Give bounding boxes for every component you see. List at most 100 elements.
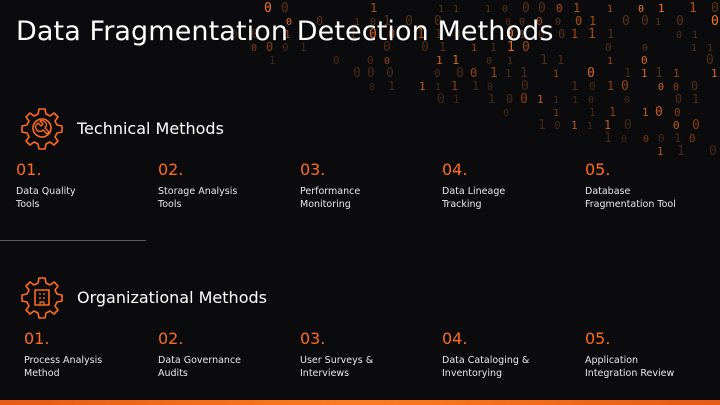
- svg-text:1: 1: [607, 79, 614, 93]
- svg-text:1: 1: [553, 95, 559, 106]
- svg-text:0: 0: [386, 66, 394, 81]
- item-number: 05.: [585, 160, 611, 179]
- page-title: Data Fragmentation Detection Methods: [16, 16, 554, 47]
- svg-text:1: 1: [609, 105, 616, 119]
- svg-text:0: 0: [675, 92, 682, 106]
- svg-text:0: 0: [264, 1, 272, 16]
- gear-building-icon: [21, 277, 63, 319]
- svg-text:1: 1: [689, 1, 697, 16]
- svg-text:0: 0: [709, 144, 717, 159]
- svg-text:1: 1: [435, 82, 441, 93]
- svg-text:0: 0: [486, 56, 492, 67]
- svg-text:1: 1: [655, 17, 661, 28]
- svg-text:0: 0: [575, 14, 582, 28]
- svg-text:1: 1: [490, 66, 498, 81]
- svg-text:0: 0: [689, 132, 696, 145]
- svg-text:0: 0: [622, 14, 630, 29]
- svg-text:1: 1: [655, 66, 663, 81]
- svg-text:1: 1: [452, 53, 459, 67]
- svg-text:1: 1: [588, 27, 596, 42]
- svg-text:0: 0: [658, 132, 665, 145]
- svg-text:1: 1: [673, 67, 680, 80]
- svg-text:0: 0: [624, 118, 632, 133]
- svg-text:0: 0: [674, 106, 681, 119]
- svg-text:0: 0: [384, 56, 390, 67]
- svg-text:1: 1: [553, 69, 559, 80]
- svg-text:0: 0: [621, 79, 629, 94]
- svg-text:0: 0: [521, 79, 529, 94]
- bottom-accent-bar: [0, 400, 720, 405]
- section-header-technical: Technical Methods: [20, 106, 224, 150]
- svg-text:1: 1: [451, 79, 458, 93]
- svg-text:1: 1: [472, 79, 479, 93]
- svg-text:0: 0: [624, 95, 630, 106]
- svg-text:0: 0: [369, 82, 375, 93]
- svg-text:0: 0: [641, 14, 649, 29]
- svg-text:0: 0: [470, 66, 477, 80]
- svg-text:0: 0: [706, 53, 714, 68]
- svg-text:0: 0: [658, 82, 664, 93]
- svg-text:0: 0: [456, 66, 464, 81]
- svg-text:0: 0: [641, 54, 648, 67]
- svg-text:0: 0: [503, 108, 509, 119]
- svg-text:1: 1: [370, 1, 377, 15]
- svg-text:0: 0: [587, 66, 595, 81]
- svg-text:1: 1: [607, 56, 613, 67]
- svg-text:1: 1: [589, 14, 596, 28]
- svg-text:1: 1: [438, 4, 444, 15]
- svg-text:0: 0: [673, 119, 680, 132]
- svg-text:0: 0: [589, 80, 596, 93]
- svg-text:0: 0: [522, 1, 530, 16]
- svg-text:0: 0: [506, 92, 513, 106]
- svg-text:1: 1: [488, 92, 495, 106]
- svg-text:1: 1: [658, 2, 665, 15]
- svg-text:0: 0: [673, 82, 679, 93]
- item-number: 01.: [16, 160, 42, 179]
- svg-text:0: 0: [711, 14, 719, 29]
- svg-text:1: 1: [557, 53, 564, 67]
- svg-text:0: 0: [555, 17, 561, 28]
- item-number: 05.: [585, 329, 611, 348]
- svg-text:0: 0: [556, 2, 563, 15]
- svg-text:0: 0: [502, 4, 508, 15]
- svg-text:0: 0: [642, 43, 648, 54]
- svg-text:1: 1: [691, 43, 697, 54]
- svg-text:1: 1: [453, 4, 459, 15]
- svg-text:0: 0: [691, 79, 698, 93]
- section-title-technical: Technical Methods: [77, 118, 224, 138]
- svg-text:0: 0: [434, 67, 441, 80]
- svg-text:1: 1: [572, 95, 578, 106]
- svg-text:1: 1: [453, 93, 460, 106]
- svg-text:0: 0: [558, 27, 565, 41]
- svg-text:1: 1: [538, 118, 546, 133]
- svg-text:1: 1: [711, 67, 718, 80]
- svg-text:0: 0: [333, 54, 340, 67]
- svg-text:1: 1: [571, 119, 578, 132]
- svg-text:1: 1: [419, 80, 426, 93]
- svg-text:0: 0: [676, 30, 682, 41]
- svg-text:1: 1: [707, 43, 713, 54]
- svg-text:1: 1: [589, 106, 596, 119]
- svg-text:0: 0: [711, 1, 719, 16]
- svg-text:0: 0: [554, 119, 561, 132]
- svg-text:0: 0: [487, 82, 493, 93]
- svg-text:1: 1: [692, 30, 698, 41]
- svg-text:1: 1: [604, 131, 612, 146]
- section-header-organizational: Organizational Methods: [20, 275, 267, 319]
- svg-text:1: 1: [607, 4, 613, 15]
- svg-text:1: 1: [571, 27, 578, 41]
- item-label: Data Cataloging &Inventorying: [442, 355, 530, 379]
- svg-text:1: 1: [624, 66, 631, 80]
- item-number: 02.: [158, 329, 184, 348]
- svg-text:1: 1: [507, 56, 513, 67]
- svg-text:1: 1: [520, 66, 528, 81]
- item-label: User Surveys &Interviews: [300, 355, 374, 379]
